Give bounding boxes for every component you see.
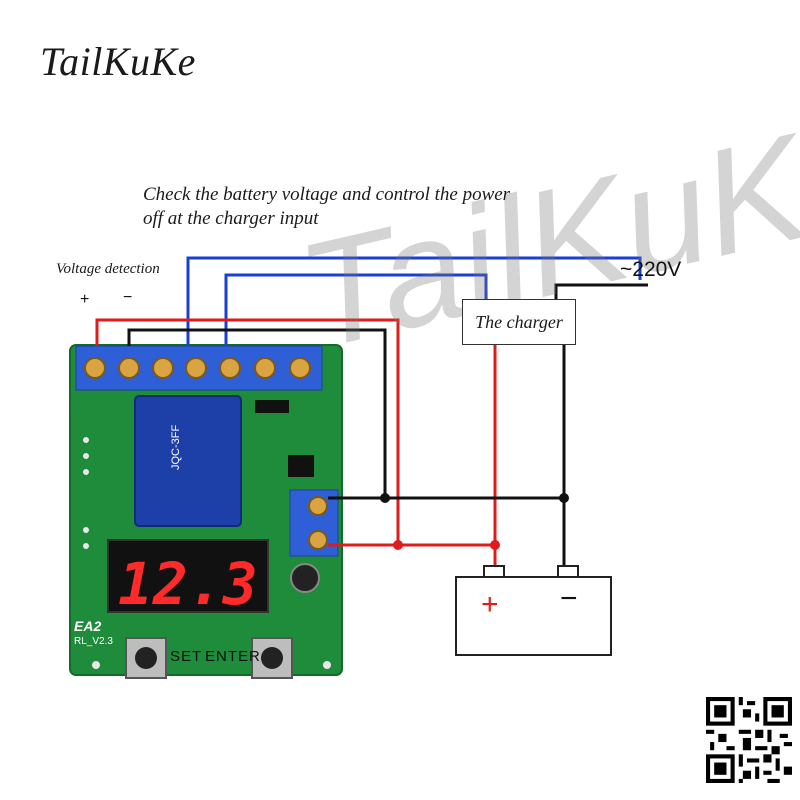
battery-terminal-positive <box>483 565 505 578</box>
board-revision-label: RL_V2.3 <box>74 636 113 647</box>
enter-button-label: ENTER <box>205 648 261 665</box>
solder-pads <box>83 437 331 669</box>
ic-chip <box>288 455 314 477</box>
set-button[interactable] <box>125 637 167 679</box>
capacitor <box>290 563 320 593</box>
battery-body <box>455 576 612 656</box>
charger-label: The charger <box>475 311 563 332</box>
jumper <box>255 400 289 413</box>
caption-line-1: Check the battery voltage and control th… <box>143 184 511 205</box>
battery: + − <box>455 565 612 656</box>
battery-minus-sign: − <box>560 582 578 615</box>
set-button-label: SET <box>170 648 203 665</box>
brand-logo: TailKuKe <box>40 39 196 84</box>
wire-red-sense <box>95 318 400 545</box>
voltage-detection-label: Voltage detection <box>56 261 160 277</box>
relay <box>134 395 242 527</box>
wire-black-sense <box>127 328 387 498</box>
battery-plus-sign: + <box>481 588 499 621</box>
wire-blue-inner <box>224 273 488 346</box>
junctions <box>380 493 569 550</box>
mains-voltage-label: ~220V <box>620 258 682 281</box>
wire-black-mains <box>554 283 648 299</box>
caption-line-2: off at the charger input <box>143 208 319 229</box>
diagram-caption: Check the battery voltage and control th… <box>143 183 603 231</box>
terminal-screws <box>84 357 311 379</box>
battery-terminal-negative <box>557 565 579 578</box>
plus-label: + <box>80 291 90 308</box>
board-model-label: EA2 <box>74 618 102 634</box>
display-readout: 12.3 <box>118 550 258 618</box>
minus-label: − <box>123 289 133 306</box>
wire-blue-outer <box>186 256 642 346</box>
qr-code-icon <box>706 697 792 783</box>
led-display <box>107 539 269 613</box>
relay-board <box>69 344 343 679</box>
relay-model-label: JQC-3FF <box>170 424 182 470</box>
charger-box: The charger <box>462 299 576 345</box>
wires <box>95 256 648 570</box>
